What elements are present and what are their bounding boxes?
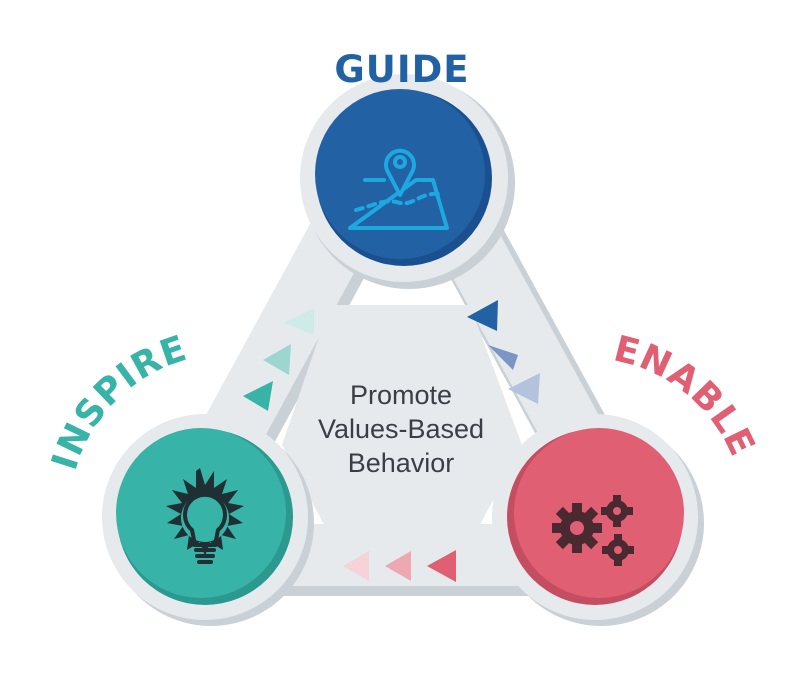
- arrows-enable-to-inspire: [343, 550, 456, 582]
- inspire-node: [102, 414, 314, 626]
- arrow-icon: [284, 308, 314, 335]
- guide-node: [300, 74, 515, 289]
- gears-icon: [552, 495, 634, 566]
- guide-label: GUIDE: [334, 48, 469, 91]
- center-title: Promote Values-Based Behavior: [318, 380, 484, 478]
- arrow-icon: [427, 550, 456, 582]
- lightbulb-icon: [166, 468, 244, 564]
- arrow-icon: [488, 345, 518, 370]
- arrow-icon: [343, 551, 369, 581]
- center-hub: [282, 305, 522, 540]
- center-title-line-2: Values-Based: [318, 414, 484, 444]
- center-title-line-1: Promote: [350, 380, 452, 410]
- center-title-line-3: Behavior: [348, 448, 455, 478]
- map-pin-icon: [348, 148, 449, 230]
- arrow-icon: [467, 300, 498, 331]
- arrow-icon: [508, 373, 540, 404]
- arrow-icon: [385, 551, 411, 581]
- arrows-guide-to-enable: [467, 300, 540, 404]
- arrow-icon: [243, 381, 273, 411]
- arrow-icon: [263, 344, 291, 375]
- enable-node: [492, 414, 704, 626]
- arrows-inspire-to-guide: [243, 308, 314, 411]
